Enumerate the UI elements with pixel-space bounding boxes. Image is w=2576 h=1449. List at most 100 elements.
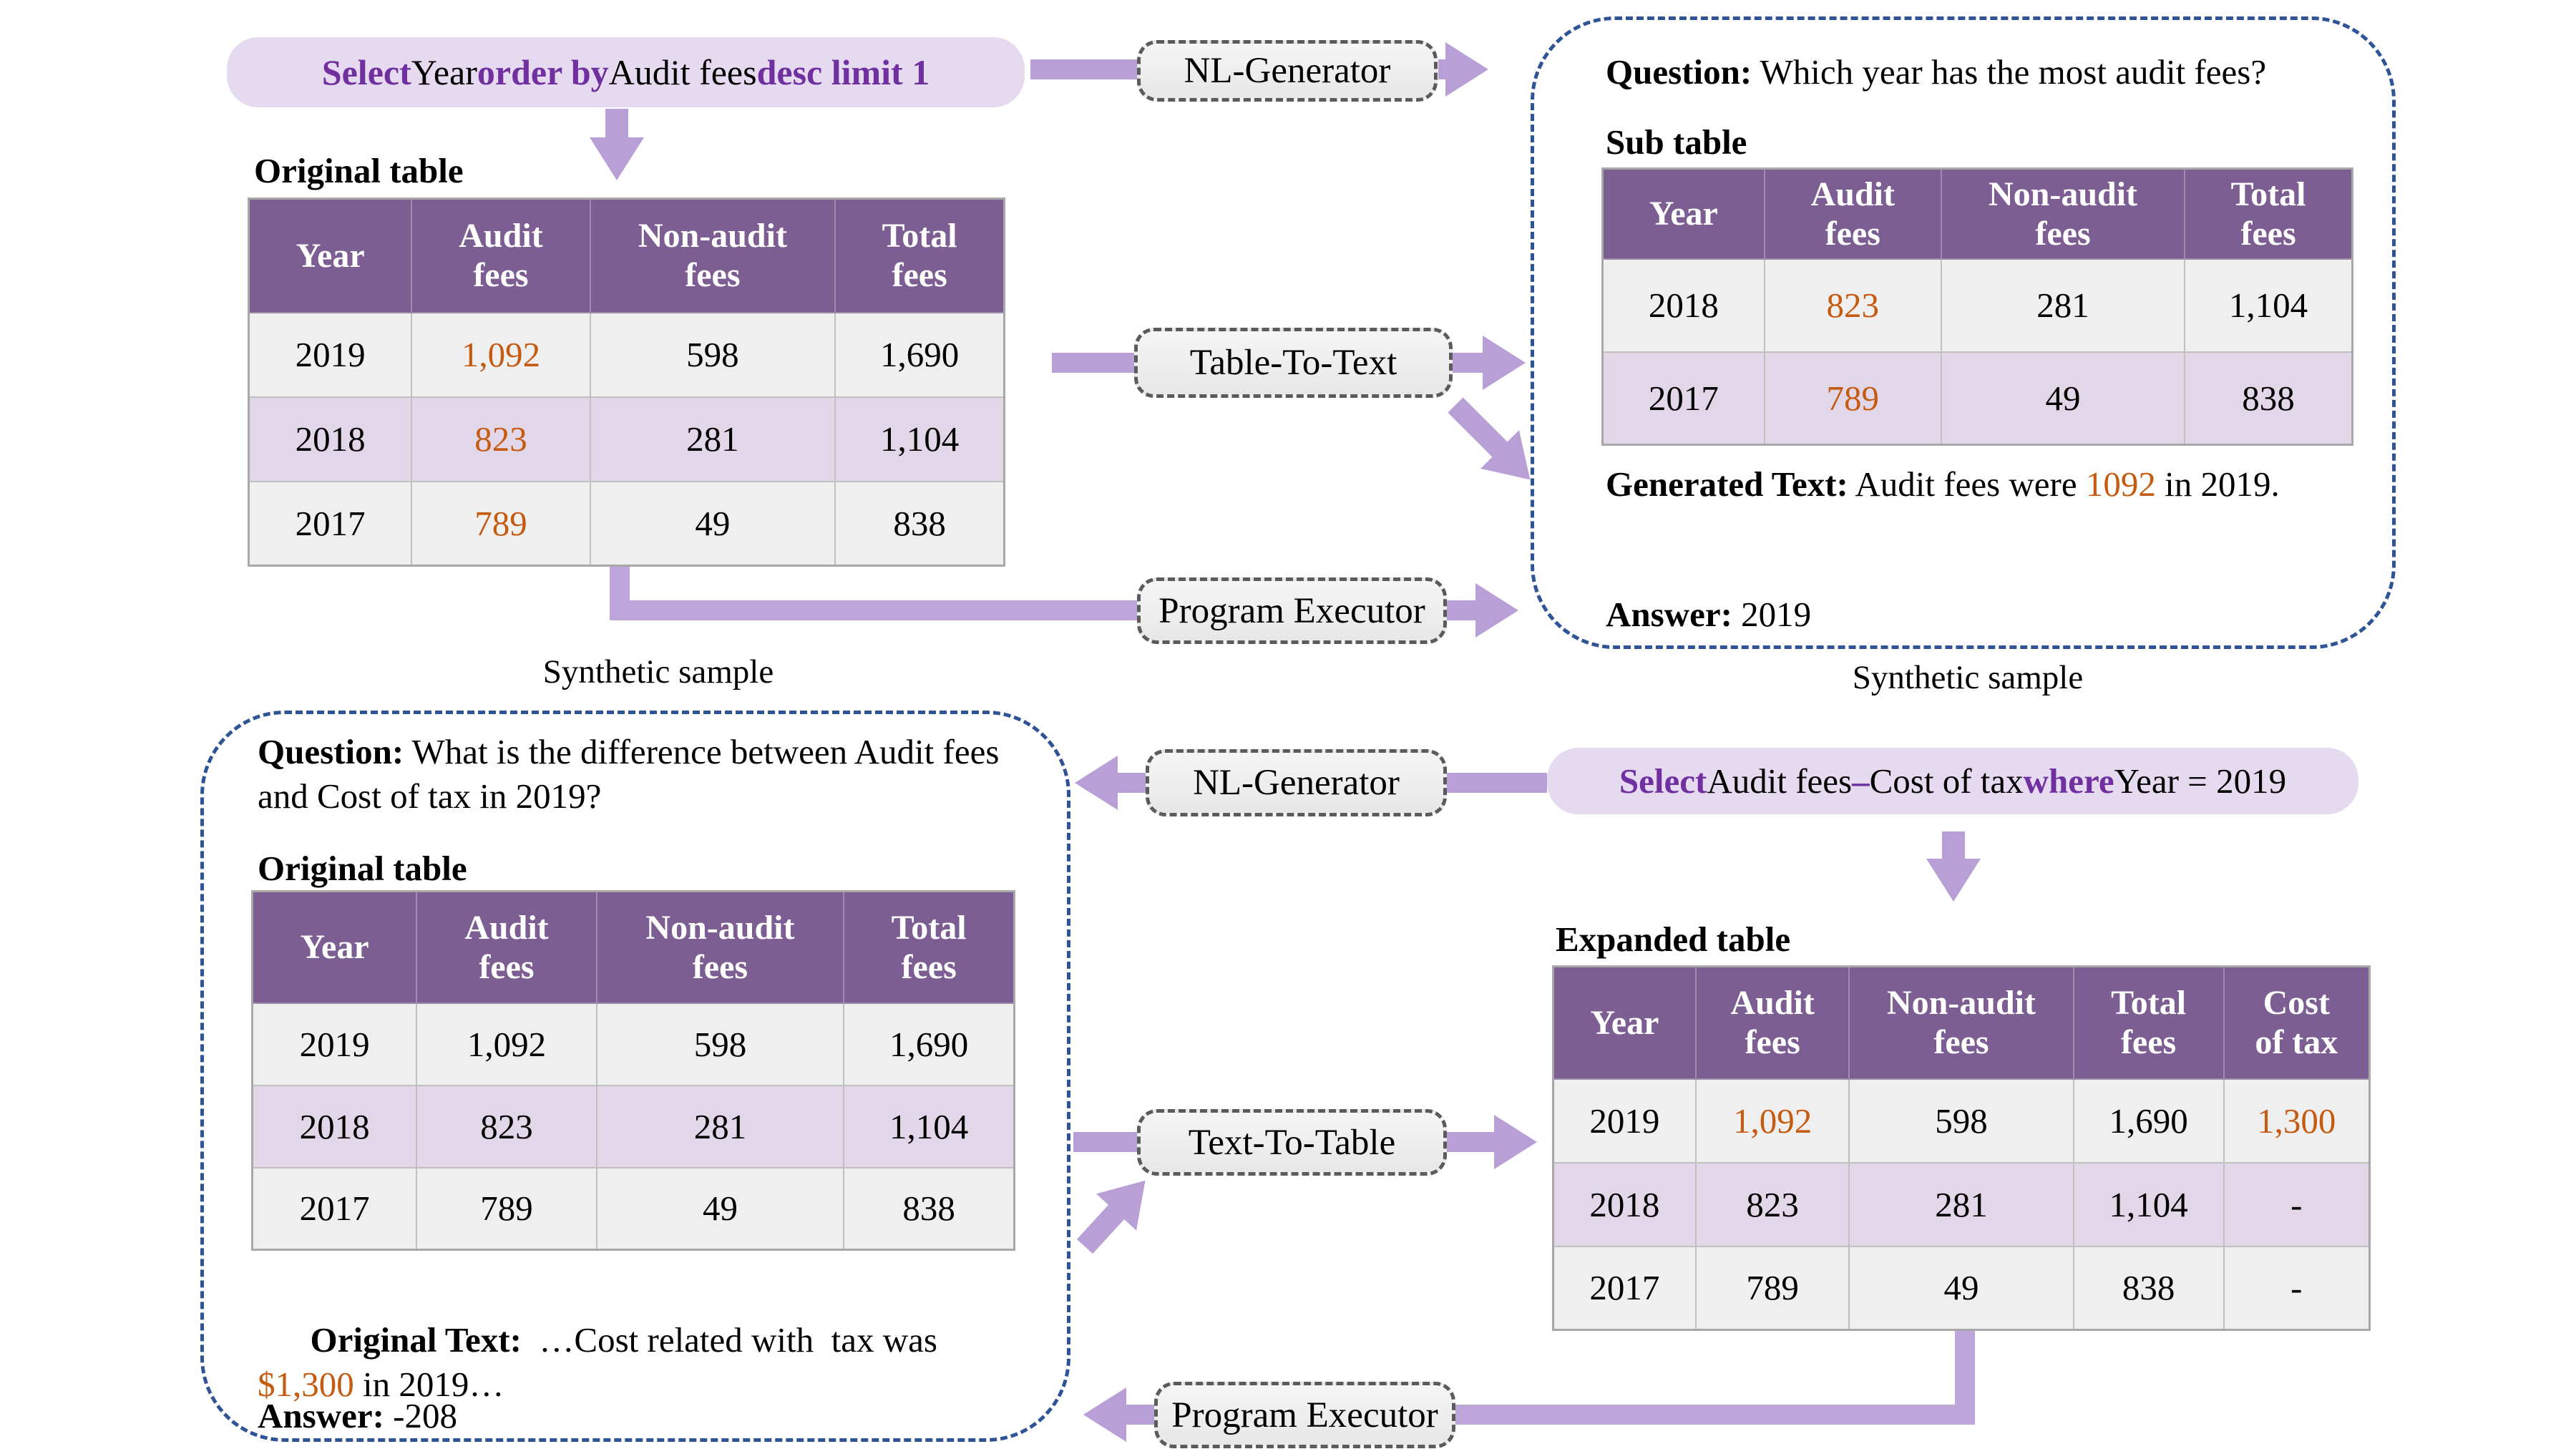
original-text-post: in 2019… (353, 1365, 504, 1405)
original-text-label: Original Text: (310, 1320, 522, 1360)
table-cell: 2017 (251, 1166, 418, 1251)
table-cell: 2019 (251, 1002, 418, 1086)
table-cell: 1,092 (1694, 1078, 1850, 1163)
table-cell: 1,104 (843, 1084, 1015, 1169)
column-header: Non-audit fees (595, 890, 845, 1004)
original-text-value: $1,300 (258, 1365, 354, 1405)
generated-text-line: Generated Text: Audit fees were 1092 in … (1606, 462, 2386, 507)
column-header: Audit fees (1694, 965, 1850, 1080)
question-label: Question: (1606, 52, 1752, 92)
answer-value: 2019 (1732, 595, 1812, 634)
table-cell: 2017 (1552, 1245, 1697, 1331)
table-cell: 838 (2184, 351, 2353, 446)
original-table-label-bottom: Original table (258, 849, 467, 888)
synthetic-sample-caption-left: Synthetic sample (542, 653, 774, 691)
nl-generator-label: NL-Generator (1184, 51, 1391, 91)
nl-generator-box-bottom: NL-Generator (1146, 749, 1447, 816)
answer-label: Answer: (1606, 595, 1732, 634)
table-cell: 49 (595, 1166, 845, 1251)
table-cell: 823 (1763, 258, 1942, 353)
answer-value: -208 (384, 1396, 457, 1435)
synthetic-sample-panel-bottom: Question: What is the difference between… (200, 711, 1070, 1442)
text-to-table-label: Text-To-Table (1188, 1122, 1396, 1163)
table-cell: 1,092 (411, 311, 591, 398)
answer-line: Answer: 2019 (1606, 592, 1811, 637)
table-cell: 1,300 (2223, 1078, 2371, 1163)
table-cell: 789 (1763, 351, 1942, 446)
column-header: Audit fees (416, 890, 597, 1004)
sql-text: Cost of tax (1869, 761, 2024, 801)
text-to-table-box: Text-To-Table (1137, 1109, 1447, 1176)
answer-line: Answer: -208 (258, 1394, 457, 1438)
sub-table-label: Sub table (1606, 122, 1747, 162)
table-cell: 2017 (1601, 351, 1765, 446)
sql-text: Year = 2019 (2114, 761, 2287, 801)
answer-label: Answer: (258, 1396, 384, 1435)
program-executor-box-bottom: Program Executor (1154, 1382, 1455, 1448)
original-text-pre: …Cost related with tax was (521, 1320, 947, 1360)
table-cell: 281 (1940, 258, 2186, 353)
column-header: Cost of tax (2223, 965, 2371, 1080)
table-cell: 1,690 (834, 311, 1005, 398)
program-executor-box-top: Program Executor (1137, 577, 1447, 644)
table-cell: 2018 (251, 1084, 418, 1169)
table-cell: 789 (411, 480, 591, 567)
table-cell: 1,690 (843, 1002, 1015, 1086)
column-header: Total fees (2072, 965, 2225, 1080)
table-cell: 281 (589, 396, 836, 482)
column-header: Year (1552, 965, 1697, 1080)
table-cell: - (2223, 1245, 2371, 1331)
generated-text-pre: Audit fees were (1848, 464, 2086, 504)
sql-text: Year (411, 52, 477, 92)
table-cell: 2017 (248, 480, 413, 567)
table-cell: 838 (834, 480, 1005, 567)
table-cell: 838 (843, 1166, 1015, 1251)
sql-text: Audit fees (1707, 761, 1853, 801)
column-header: Audit fees (411, 197, 591, 313)
original-text-line: Original Text: …Cost related with tax wa… (258, 1274, 966, 1449)
column-header: Total fees (2184, 167, 2353, 260)
sql-text: Audit fees (608, 52, 757, 92)
table-to-text-label: Table-To-Text (1189, 343, 1397, 383)
connector-originaltable-to-programexecutor (610, 565, 1137, 620)
column-header: Non-audit fees (589, 197, 836, 313)
table-cell: 2019 (248, 311, 413, 398)
synthetic-sample-panel-top: Question: Which year has the most audit … (1531, 16, 2396, 649)
sql-keyword: desc limit 1 (756, 52, 930, 92)
table-cell: 598 (1848, 1078, 2074, 1163)
sql-keyword: Select (321, 52, 411, 92)
sql-keyword: order by (477, 52, 609, 92)
table-to-text-box: Table-To-Text (1134, 328, 1453, 398)
sql-keyword: Select (1619, 761, 1707, 801)
column-header: Non-audit fees (1940, 167, 2186, 260)
program-executor-label: Program Executor (1158, 590, 1425, 631)
column-header: Year (248, 197, 413, 313)
table-cell: 1,092 (416, 1002, 597, 1086)
table-cell: 2018 (248, 396, 413, 482)
column-header: Total fees (834, 197, 1005, 313)
table-cell: 1,104 (834, 396, 1005, 482)
question-text: What is the difference between Audit fee… (258, 732, 1000, 816)
table-cell: 2018 (1601, 258, 1765, 353)
table-cell: 1,104 (2184, 258, 2353, 353)
question-line: Question: Which year has the most audit … (1606, 50, 2379, 94)
question-label: Question: (258, 732, 404, 771)
question-line: Question: What is the difference between… (258, 730, 1034, 819)
table-cell: 2019 (1552, 1078, 1697, 1163)
connector-expandedtable-to-programexecutor (1455, 1329, 1975, 1425)
table-cell: 281 (1848, 1161, 2074, 1247)
